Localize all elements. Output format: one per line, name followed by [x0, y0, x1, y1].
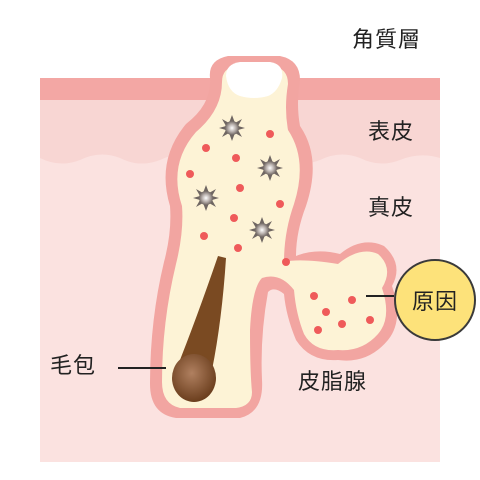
pore-plug [226, 62, 283, 98]
sebum-dot [202, 144, 210, 152]
cause-badge: 原因 [394, 259, 476, 341]
sebum-dots [186, 130, 374, 334]
sebum-dot [310, 292, 318, 300]
bacteria-icon [257, 155, 283, 181]
sebum-dot [200, 232, 208, 240]
sebum-dot [232, 154, 240, 162]
stratum-corneum-label: 角質層 [352, 28, 422, 53]
cause-label: 原因 [411, 290, 458, 315]
sebum-dot [366, 316, 374, 324]
hair-bulb [172, 354, 216, 402]
bacteria-group [193, 115, 283, 243]
sebum-dot [322, 308, 330, 316]
bacteria-icon [249, 217, 275, 243]
hair-follicle-label: 毛包 [50, 354, 97, 379]
sebum-dot [230, 214, 238, 222]
sebum-dot [314, 326, 322, 334]
sebum-dot [338, 320, 346, 328]
sebum-dot [282, 258, 290, 266]
sebum-dot [186, 170, 194, 178]
epidermis-label: 表皮 [368, 120, 415, 145]
sebum-dot [266, 130, 274, 138]
hair-shaft [176, 256, 226, 370]
dermis-label: 真皮 [368, 196, 415, 221]
bacteria-icon [193, 185, 219, 211]
bacteria-icon [219, 115, 245, 141]
sebaceous-gland-label: 皮脂腺 [298, 370, 368, 395]
sebum-dot [348, 296, 356, 304]
sebum-dot [236, 184, 244, 192]
sebum-dot [234, 244, 242, 252]
sebum-dot [276, 200, 284, 208]
